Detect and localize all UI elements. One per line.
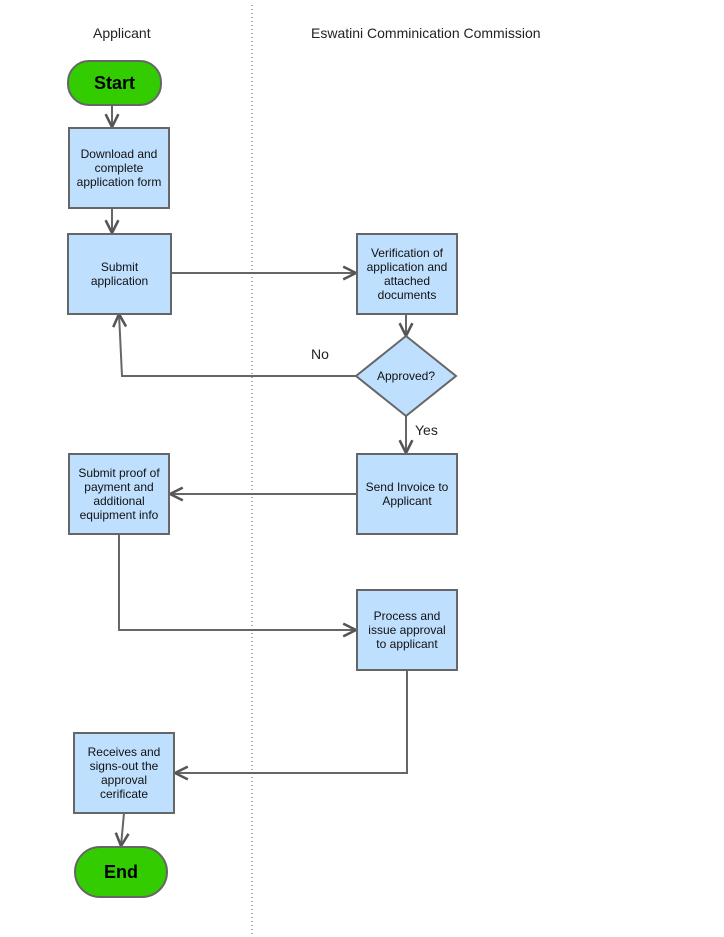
edge-label-yes: Yes [415, 422, 438, 438]
decision-approved-label: Approved? [376, 369, 436, 383]
edge-receive-end [121, 812, 124, 846]
process-receive-certificate: Receives and signs-out the approval ceri… [73, 732, 175, 814]
process-download-form: Download and complete application form [68, 127, 170, 209]
edge-label-no: No [311, 346, 329, 362]
end-node: End [74, 846, 168, 898]
process-issue-approval: Process and issue approval to applicant [356, 589, 458, 671]
edge-process-receive [175, 670, 408, 773]
process-submit-proof: Submit proof of payment and additional e… [68, 453, 170, 535]
process-send-invoice: Send Invoice to Applicant [356, 453, 458, 535]
edge-approved-no [119, 314, 356, 377]
process-verification: Verification of application and attached… [356, 233, 458, 315]
decision-approved-shape [354, 334, 458, 418]
lane-title-applicant: Applicant [93, 25, 151, 41]
process-submit-application: Submit application [67, 233, 172, 315]
start-node: Start [67, 60, 162, 106]
edge-proof-process [118, 534, 356, 630]
lane-title-commission: Eswatini Comminication Commission [311, 25, 541, 41]
